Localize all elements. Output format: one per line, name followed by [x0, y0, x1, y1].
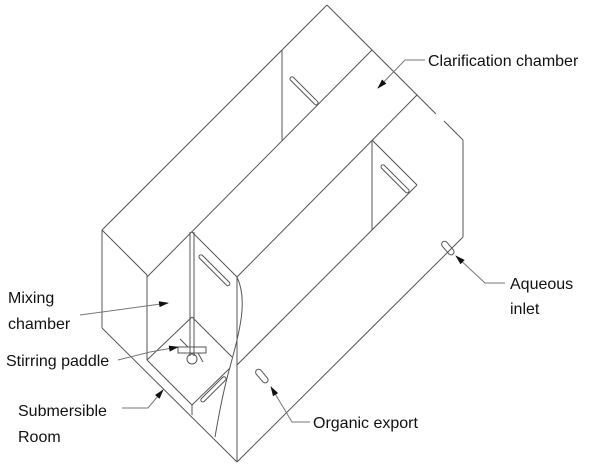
label-aqueous-inlet-1: Aqueous	[510, 276, 573, 293]
stirring-paddle-shape	[177, 232, 207, 365]
label-submersible-room-1: Submersible	[18, 403, 107, 420]
tank-outline	[101, 4, 464, 463]
tank-partitions	[101, 49, 418, 462]
label-submersible-room-2: Room	[18, 429, 61, 446]
label-aqueous-inlet-2: inlet	[510, 301, 540, 318]
baffle-slots	[198, 76, 410, 403]
label-clarification-chamber: Clarification chamber	[428, 53, 579, 70]
label-mixing-chamber-2: chamber	[8, 316, 71, 333]
label-mixing-chamber-1: Mixing	[8, 290, 54, 307]
leader-lines	[79, 59, 505, 423]
pipes	[255, 240, 455, 384]
label-organic-export: Organic export	[313, 415, 418, 432]
label-stirring-paddle: Stirring paddle	[6, 353, 109, 370]
